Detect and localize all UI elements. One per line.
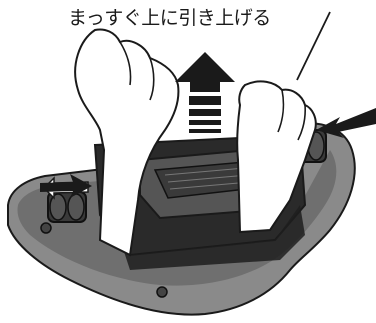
caption-leader-line — [296, 11, 331, 81]
cartridge-ridge-1 — [164, 167, 246, 176]
screw-hole-left — [40, 222, 52, 234]
right-hand-finger-line-2 — [297, 104, 306, 141]
cartridge-ridge-3 — [169, 181, 251, 190]
press-arrow-right-icon — [40, 174, 92, 200]
press-arrow-left-icon — [316, 108, 376, 138]
device-front-shadow — [112, 205, 305, 270]
left-hand — [74, 28, 180, 257]
up-arrow-icon — [175, 52, 235, 133]
left-hand-finger-line-2 — [149, 57, 155, 101]
right-hand-finger-line-1 — [277, 89, 285, 133]
cartridge-ridge-2 — [167, 174, 249, 183]
left-roller — [47, 191, 87, 223]
right-hand — [236, 80, 317, 234]
instruction-caption: まっすぐ上に引き上げる — [68, 7, 271, 29]
screw-hole-bottom — [156, 286, 168, 298]
left-hand-finger-line-1 — [119, 41, 132, 86]
